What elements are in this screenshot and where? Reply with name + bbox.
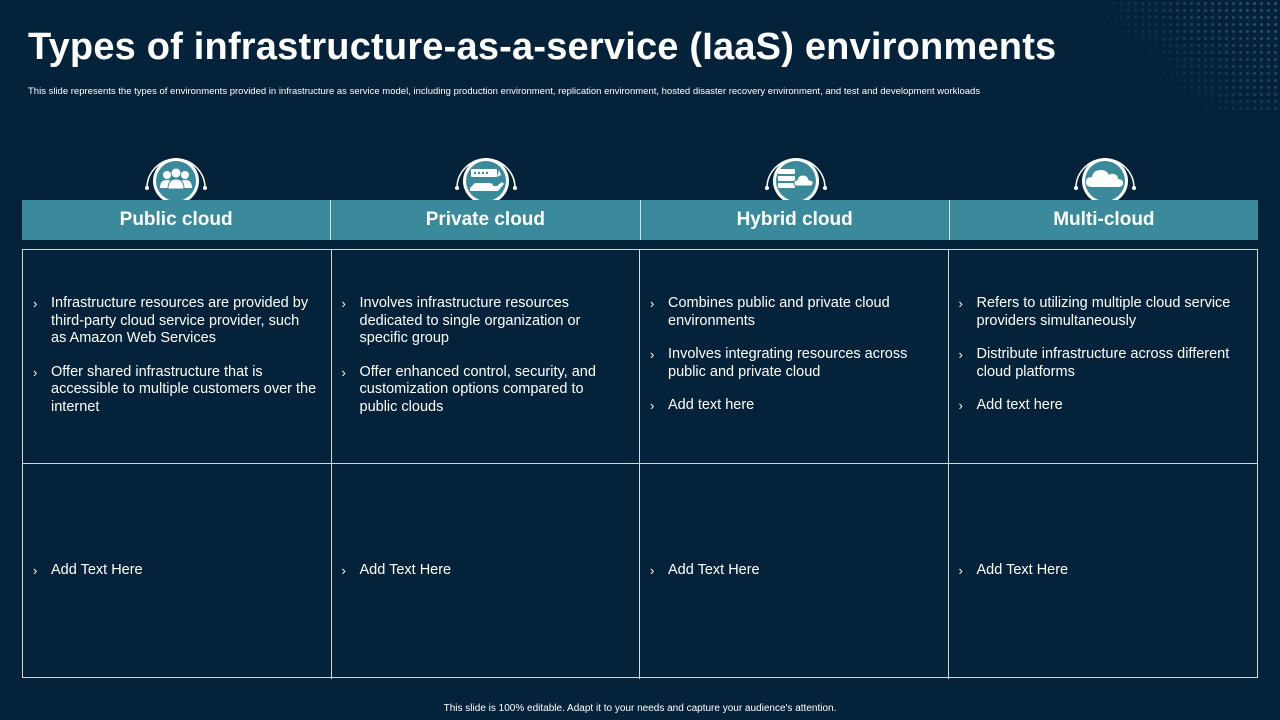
column-header-private-cloud: Private cloud [331,200,641,240]
password-hand-icon [453,152,519,208]
table-cell-public-top: ›Infrastructure resources are provided b… [23,250,332,464]
chevron-right-icon: › [958,398,963,413]
page-subtitle: This slide represents the types of envir… [28,86,981,97]
chevron-right-icon: › [650,296,655,311]
list-item: ›Add Text Here [33,562,143,578]
chevron-right-icon: › [650,347,655,362]
chevron-right-icon: › [33,296,38,311]
chevron-right-icon: › [958,347,963,362]
chevron-right-icon: › [958,296,963,311]
page-title: Types of infrastructure-as-a-service (Ia… [28,26,1057,68]
table-cell-multi-top: ›Refers to utilizing multiple cloud serv… [948,250,1257,464]
chevron-right-icon: › [341,364,346,380]
table-cell-hybrid-top: ›Combines public and private cloud envir… [640,250,949,464]
column-header-multi-cloud: Multi-cloud [1053,209,1155,230]
list-item: ›Refers to utilizing multiple cloud serv… [958,295,1231,329]
chevron-right-icon: › [650,563,655,578]
list-item: ›Add Text Here [341,562,452,578]
table-cell-public-bottom: ›Add Text Here [23,464,332,679]
footer-note: This slide is 100% editable. Adapt it to… [443,703,837,714]
list-item: ›Involves infrastructure resources dedic… [341,295,581,346]
content-table: ›Infrastructure resources are provided b… [22,249,1258,679]
chevron-right-icon: › [341,296,346,311]
table-cell-hybrid-bottom: ›Add Text Here [640,464,949,679]
chevron-right-icon: › [33,563,38,578]
cloud-icon [1072,152,1138,208]
list-item: ›Distribute infrastructure across differ… [958,346,1230,380]
server-cloud-icon [763,152,829,208]
table-cell-private-top: ›Involves infrastructure resources dedic… [331,250,640,464]
table-cell-private-bottom: ›Add Text Here [332,464,640,679]
table-cell-multi-bottom: ›Add Text Here [949,464,1258,679]
list-item: ›Add Text Here [958,562,1069,578]
decorative-dot-pattern [1090,0,1280,110]
chevron-right-icon: › [650,398,655,413]
chevron-right-icon: › [341,563,346,578]
column-header-bar: Public cloud Private cloud Hybrid cloud … [22,200,1258,240]
list-item: ›Involves integrating resources across p… [650,346,908,380]
chevron-right-icon: › [958,563,963,578]
list-item: ›Offer enhanced control, security, and c… [341,363,596,415]
users-group-icon [143,152,209,208]
list-item: ›Add Text Here [650,562,760,578]
list-item: ›Infrastructure resources are provided b… [33,295,309,346]
column-header-hybrid-cloud: Hybrid cloud [641,200,950,240]
list-item: ›Add text here [958,397,1063,413]
list-item: ›Combines public and private cloud envir… [650,295,890,329]
column-header-public-cloud: Public cloud [22,200,332,240]
list-item: ›Offer shared infrastructure that is acc… [33,363,317,415]
list-item: ›Add text here [650,397,755,413]
chevron-right-icon: › [33,364,38,380]
